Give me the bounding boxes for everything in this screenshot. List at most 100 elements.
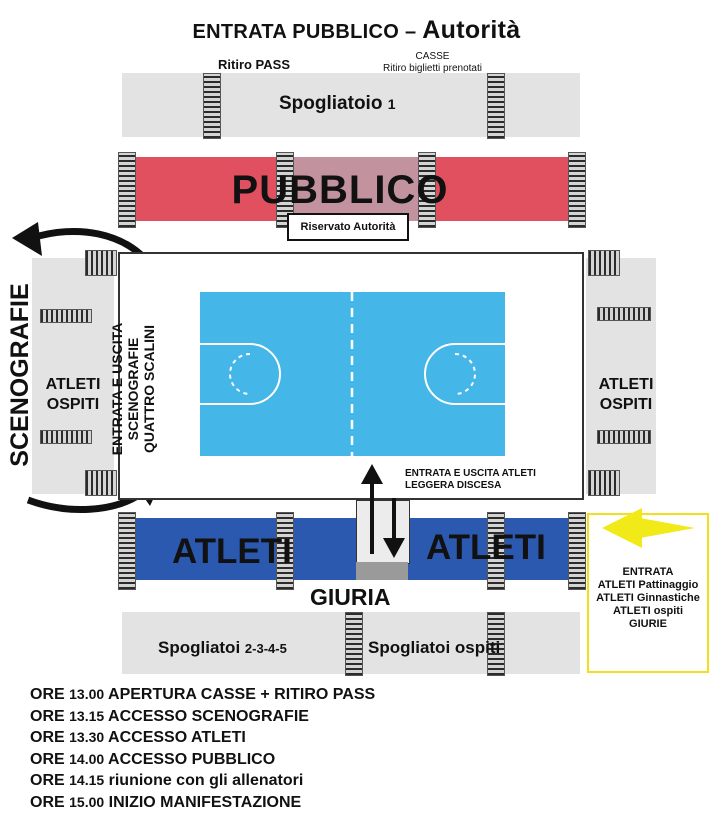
atleti-left-label: ATLETI xyxy=(172,532,292,571)
atleti-ospiti-right-label: ATLETI OSPITI xyxy=(586,375,666,415)
stairs xyxy=(418,152,436,228)
schedule-ore: ORE xyxy=(30,686,65,703)
schedule-text: INIZIO MANIFESTAZIONE xyxy=(108,793,302,811)
schedule-text: riunione con gli allenatori xyxy=(108,772,304,790)
schedule-ore: ORE xyxy=(30,793,65,811)
atleti-ospiti-left-line1: ATLETI xyxy=(45,376,101,393)
entrata-line4: ATLETI ospiti xyxy=(612,605,684,617)
schedule-row: ORE 13.15 ACCESSO SCENOGRAFIE xyxy=(30,706,375,728)
spogliatoi-left-number: 2-3-4-5 xyxy=(244,641,287,656)
stairs xyxy=(568,152,586,228)
stairs xyxy=(487,73,505,139)
schedule-ore: ORE xyxy=(30,772,65,790)
schedule-row: ORE 14.00 ACCESSO PUBBLICO xyxy=(30,749,375,771)
entrata-line5: GIURIE xyxy=(629,618,667,630)
schedule-text: ACCESSO PUBBLICO xyxy=(108,750,276,768)
pubblico-label: PUBBLICO xyxy=(231,168,449,212)
note-line2: SCENOGRAFIE xyxy=(125,337,141,441)
schedule-ore: ORE xyxy=(30,729,65,747)
schedule-text: ACCESSO SCENOGRAFIE xyxy=(108,707,309,725)
right-circle-dashed xyxy=(454,353,476,395)
stairs xyxy=(118,152,136,228)
scenografie-label: SCENOGRAFIE xyxy=(6,283,34,467)
schedule-row: ORE 13.30 ACCESSO ATLETI xyxy=(30,727,375,749)
schedule-time: 14.00 xyxy=(69,750,105,767)
stairs xyxy=(345,612,363,676)
schedule-text: ACCESSO ATLETI xyxy=(108,729,246,747)
left-circle-dashed xyxy=(229,353,251,395)
schedule-time: 13.30 xyxy=(69,729,105,746)
atleti-ospiti-right-line1: ATLETI xyxy=(598,376,654,393)
casse-subtitle: Ritiro biglietti prenotati xyxy=(383,63,482,74)
entrata-line1: ENTRATA xyxy=(622,566,674,578)
schedule-ore: ORE xyxy=(30,750,65,768)
entrata-line3: ATLETI Ginnastiche xyxy=(596,592,700,604)
stairs xyxy=(597,430,651,444)
atleti-note-line2: LEGGERA DISCESA xyxy=(405,480,502,491)
schedule-row: ORE 13.00 APERTURA CASSE + RITIRO PASS xyxy=(30,684,375,706)
stairs xyxy=(40,430,92,444)
casse-label: CASSE Ritiro biglietti prenotati xyxy=(360,51,505,75)
arrowhead-down xyxy=(383,538,405,558)
schedule-text: APERTURA CASSE + RITIRO PASS xyxy=(108,686,376,703)
stairs xyxy=(588,470,620,496)
arrowhead-left xyxy=(602,508,642,548)
left-key xyxy=(200,343,281,405)
stairs xyxy=(588,250,620,276)
stairs xyxy=(487,512,505,590)
spogliatoi-ospiti-label: Spogliatoi ospiti xyxy=(368,638,501,657)
entrata-atleti-label: ENTRATA ATLETI Pattinaggio ATLETI Ginnas… xyxy=(587,566,709,631)
atleti-ramp-arrows xyxy=(361,464,405,558)
spogliatoio-1-label: Spogliatoio 1 xyxy=(279,93,396,115)
title-prefix: ENTRATA PUBBLICO – xyxy=(192,21,417,43)
atleti-ospiti-right-area xyxy=(586,258,656,494)
schedule-row: ORE 15.00 INIZIO MANIFESTAZIONE xyxy=(30,792,375,814)
atleti-entrance-note: ENTRATA E USCITA ATLETI LEGGERA DISCESA xyxy=(405,468,536,492)
giuria-ramp xyxy=(356,500,410,564)
schedule-time: 13.15 xyxy=(69,707,105,724)
stairs xyxy=(568,512,586,590)
atleti-note-line1: ENTRATA E USCITA ATLETI xyxy=(405,468,536,479)
riservato-autorita-box: Riservato Autorità xyxy=(287,213,409,241)
scenografie-entrance-note: ENTRATA E USCITA SCENOGRAFIE QUATTRO SCA… xyxy=(109,279,159,499)
entrata-atleti-box xyxy=(587,513,709,673)
schedule-list: ORE 13.00 APERTURA CASSE + RITIRO PASS O… xyxy=(30,684,375,814)
atleti-ospiti-left-area xyxy=(32,258,114,494)
court-markings xyxy=(200,292,505,456)
riservato-area xyxy=(290,157,420,221)
yellow-entrance-arrow xyxy=(602,508,695,548)
arrowhead-up xyxy=(12,222,42,256)
title-accent: Autorità xyxy=(422,16,521,44)
stairs xyxy=(118,512,136,590)
stairs xyxy=(85,250,117,276)
schedule-time: 15.00 xyxy=(69,793,105,810)
schedule-row: ORE 14.15 riunione con gli allenatori xyxy=(30,770,375,792)
atleti-ospiti-right-line2: OSPITI xyxy=(599,396,653,413)
stairs xyxy=(597,307,651,321)
schedule-time: 13.00 xyxy=(69,686,105,702)
entrata-line2: ATLETI Pattinaggio xyxy=(597,579,699,591)
stairs xyxy=(487,612,505,676)
giuria-label: GIURIA xyxy=(310,584,391,610)
spogliatoi-left-text: Spogliatoi xyxy=(158,638,241,657)
casse-title: CASSE xyxy=(415,51,450,62)
stairs xyxy=(203,73,221,139)
schedule-ore: ORE xyxy=(30,707,65,725)
atleti-right-label: ATLETI xyxy=(426,528,546,567)
giuria-box xyxy=(356,562,408,580)
note-line3: QUATTRO SCALINI xyxy=(141,324,157,454)
atleti-ospiti-left-line2: OSPITI xyxy=(46,396,100,413)
stairs xyxy=(85,470,117,496)
stairs xyxy=(276,152,294,228)
stairs xyxy=(40,309,92,323)
schedule-time: 14.15 xyxy=(69,772,105,789)
spogliatoio-1-text: Spogliatoio xyxy=(279,93,383,114)
note-line1: ENTRATA E USCITA xyxy=(109,322,125,456)
ritiro-pass-label: Ritiro PASS xyxy=(218,57,290,72)
right-key xyxy=(424,343,505,405)
arrowhead-up xyxy=(361,464,383,484)
stairs xyxy=(276,512,294,590)
spogliatoi-left-label: Spogliatoi 2-3-4-5 xyxy=(158,638,287,658)
atleti-ospiti-left-label: ATLETI OSPITI xyxy=(32,375,114,415)
spogliatoio-1-number: 1 xyxy=(387,96,396,112)
